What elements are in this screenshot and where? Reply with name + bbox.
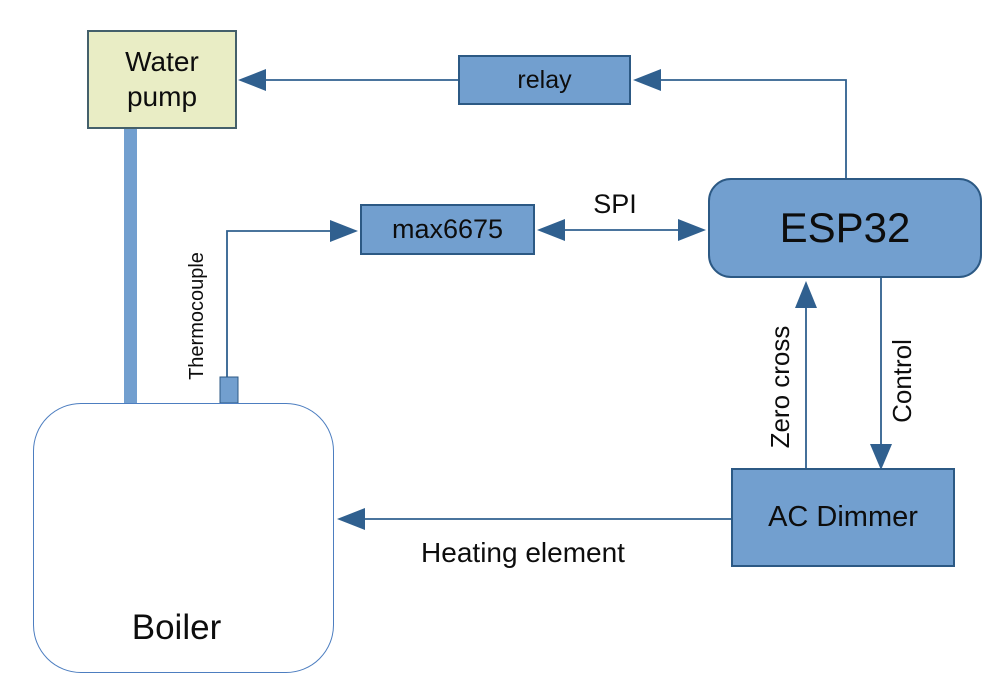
node-boiler: Boiler [33,403,334,673]
node-ac-dimmer: AC Dimmer [731,468,955,567]
esp32-label: ESP32 [779,204,911,252]
boiler-label: Boiler [131,608,222,648]
thermocouple-edge-label: Thermocouple [186,252,208,380]
arrowhead-spi-right [678,219,706,241]
arrowhead-into-max6675 [330,220,358,242]
relay-label: relay [517,65,572,94]
heating-element-edge-label: Heating element [421,537,625,568]
wire-esp32-to-relay [657,79,847,178]
node-water-pump: Water pump [87,30,237,129]
node-esp32: ESP32 [708,178,982,278]
arrowhead-into-boiler [337,508,365,530]
wire-thermocouple-to-max6675 [226,230,334,378]
max6675-label: max6675 [391,214,504,245]
zero-cross-edge-label: Zero cross [765,325,795,449]
water-pump-label: Water pump [125,46,199,112]
arrowhead-control [870,444,892,470]
arrowhead-zero-cross [795,281,817,308]
control-edge-label: Control [887,339,917,423]
node-max6675: max6675 [360,204,535,255]
arrowhead-into-waterpump [238,69,266,91]
arrowhead-into-relay [633,69,661,91]
thermocouple-probe [219,376,239,404]
arrowhead-spi-left [537,219,565,241]
spi-edge-label: SPI [593,189,637,219]
ac-dimmer-label: AC Dimmer [768,500,918,533]
node-relay: relay [458,55,631,105]
